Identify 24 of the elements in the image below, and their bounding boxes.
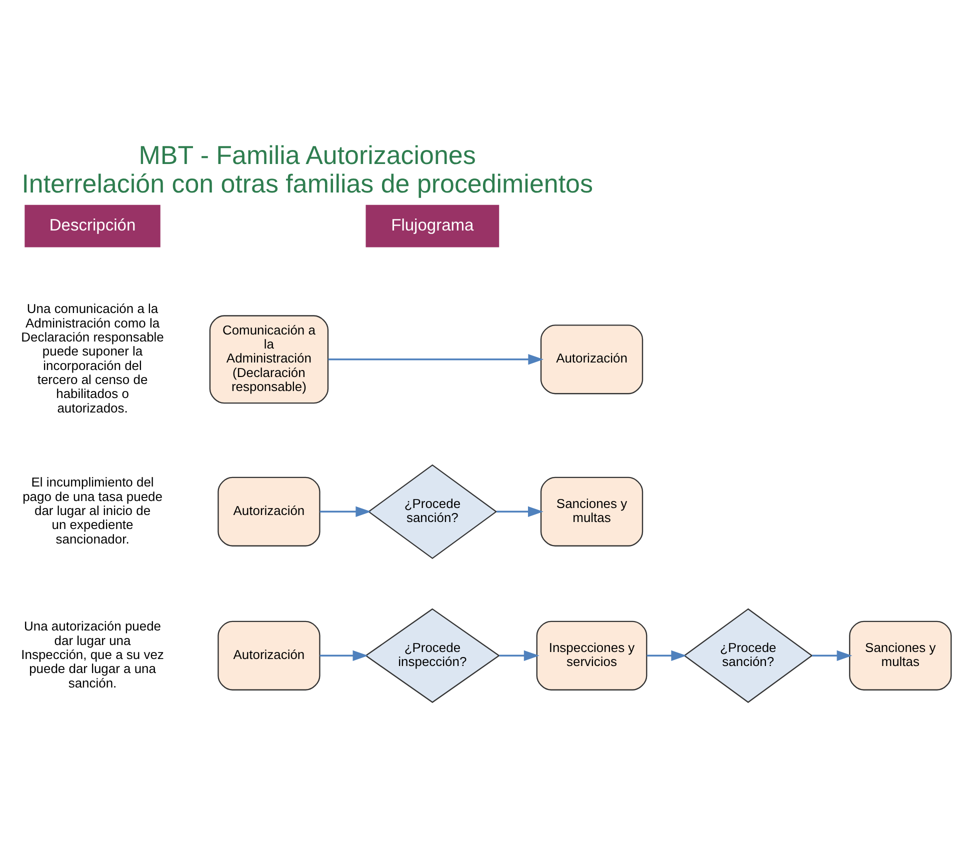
- arrow: [812, 650, 852, 662]
- arrow: [646, 650, 687, 662]
- caption: Interrelación con otras familias de procedimientos: [22, 168, 593, 199]
- node-box: Inspecciones y servicios: [536, 620, 648, 690]
- label: Flujograma: [391, 215, 474, 234]
- diagram-title: MBT - Familia Autorizaciones: [138, 140, 476, 170]
- node-box: Autorización: [218, 476, 320, 546]
- arrow: [328, 354, 544, 365]
- label: Descripción: [49, 215, 136, 234]
- label: Una comunicación a la Administración como la Declaración responsable puede suponer la incorporación del tercero al censo de habilitados o autorizados.: [21, 301, 164, 416]
- arrow: [496, 506, 544, 518]
- node-diamond: ¿Procede sanción?: [368, 464, 498, 560]
- node-diamond: ¿Procede sanción?: [683, 608, 813, 704]
- node-box: Comunicación a la Administración (Declaración responsable): [209, 315, 329, 404]
- node-box: Autorización: [218, 620, 320, 690]
- label: El incumplimiento del pago de una tasa puede dar lugar al inicio de un expediente sancionador.: [22, 474, 162, 546]
- node-box: Autorización: [540, 324, 644, 394]
- label: Una autorización puede dar lugar una Inspección, que a su vez puede dar lugar a una sanción.: [21, 618, 164, 690]
- arrow: [320, 506, 372, 518]
- arrow: [320, 650, 368, 662]
- node-box: Sanciones y multas: [540, 476, 644, 546]
- node-box: Sanciones y multas: [849, 620, 952, 690]
- node-diamond: ¿Procede inspección?: [364, 608, 500, 703]
- arrow: [499, 650, 540, 662]
